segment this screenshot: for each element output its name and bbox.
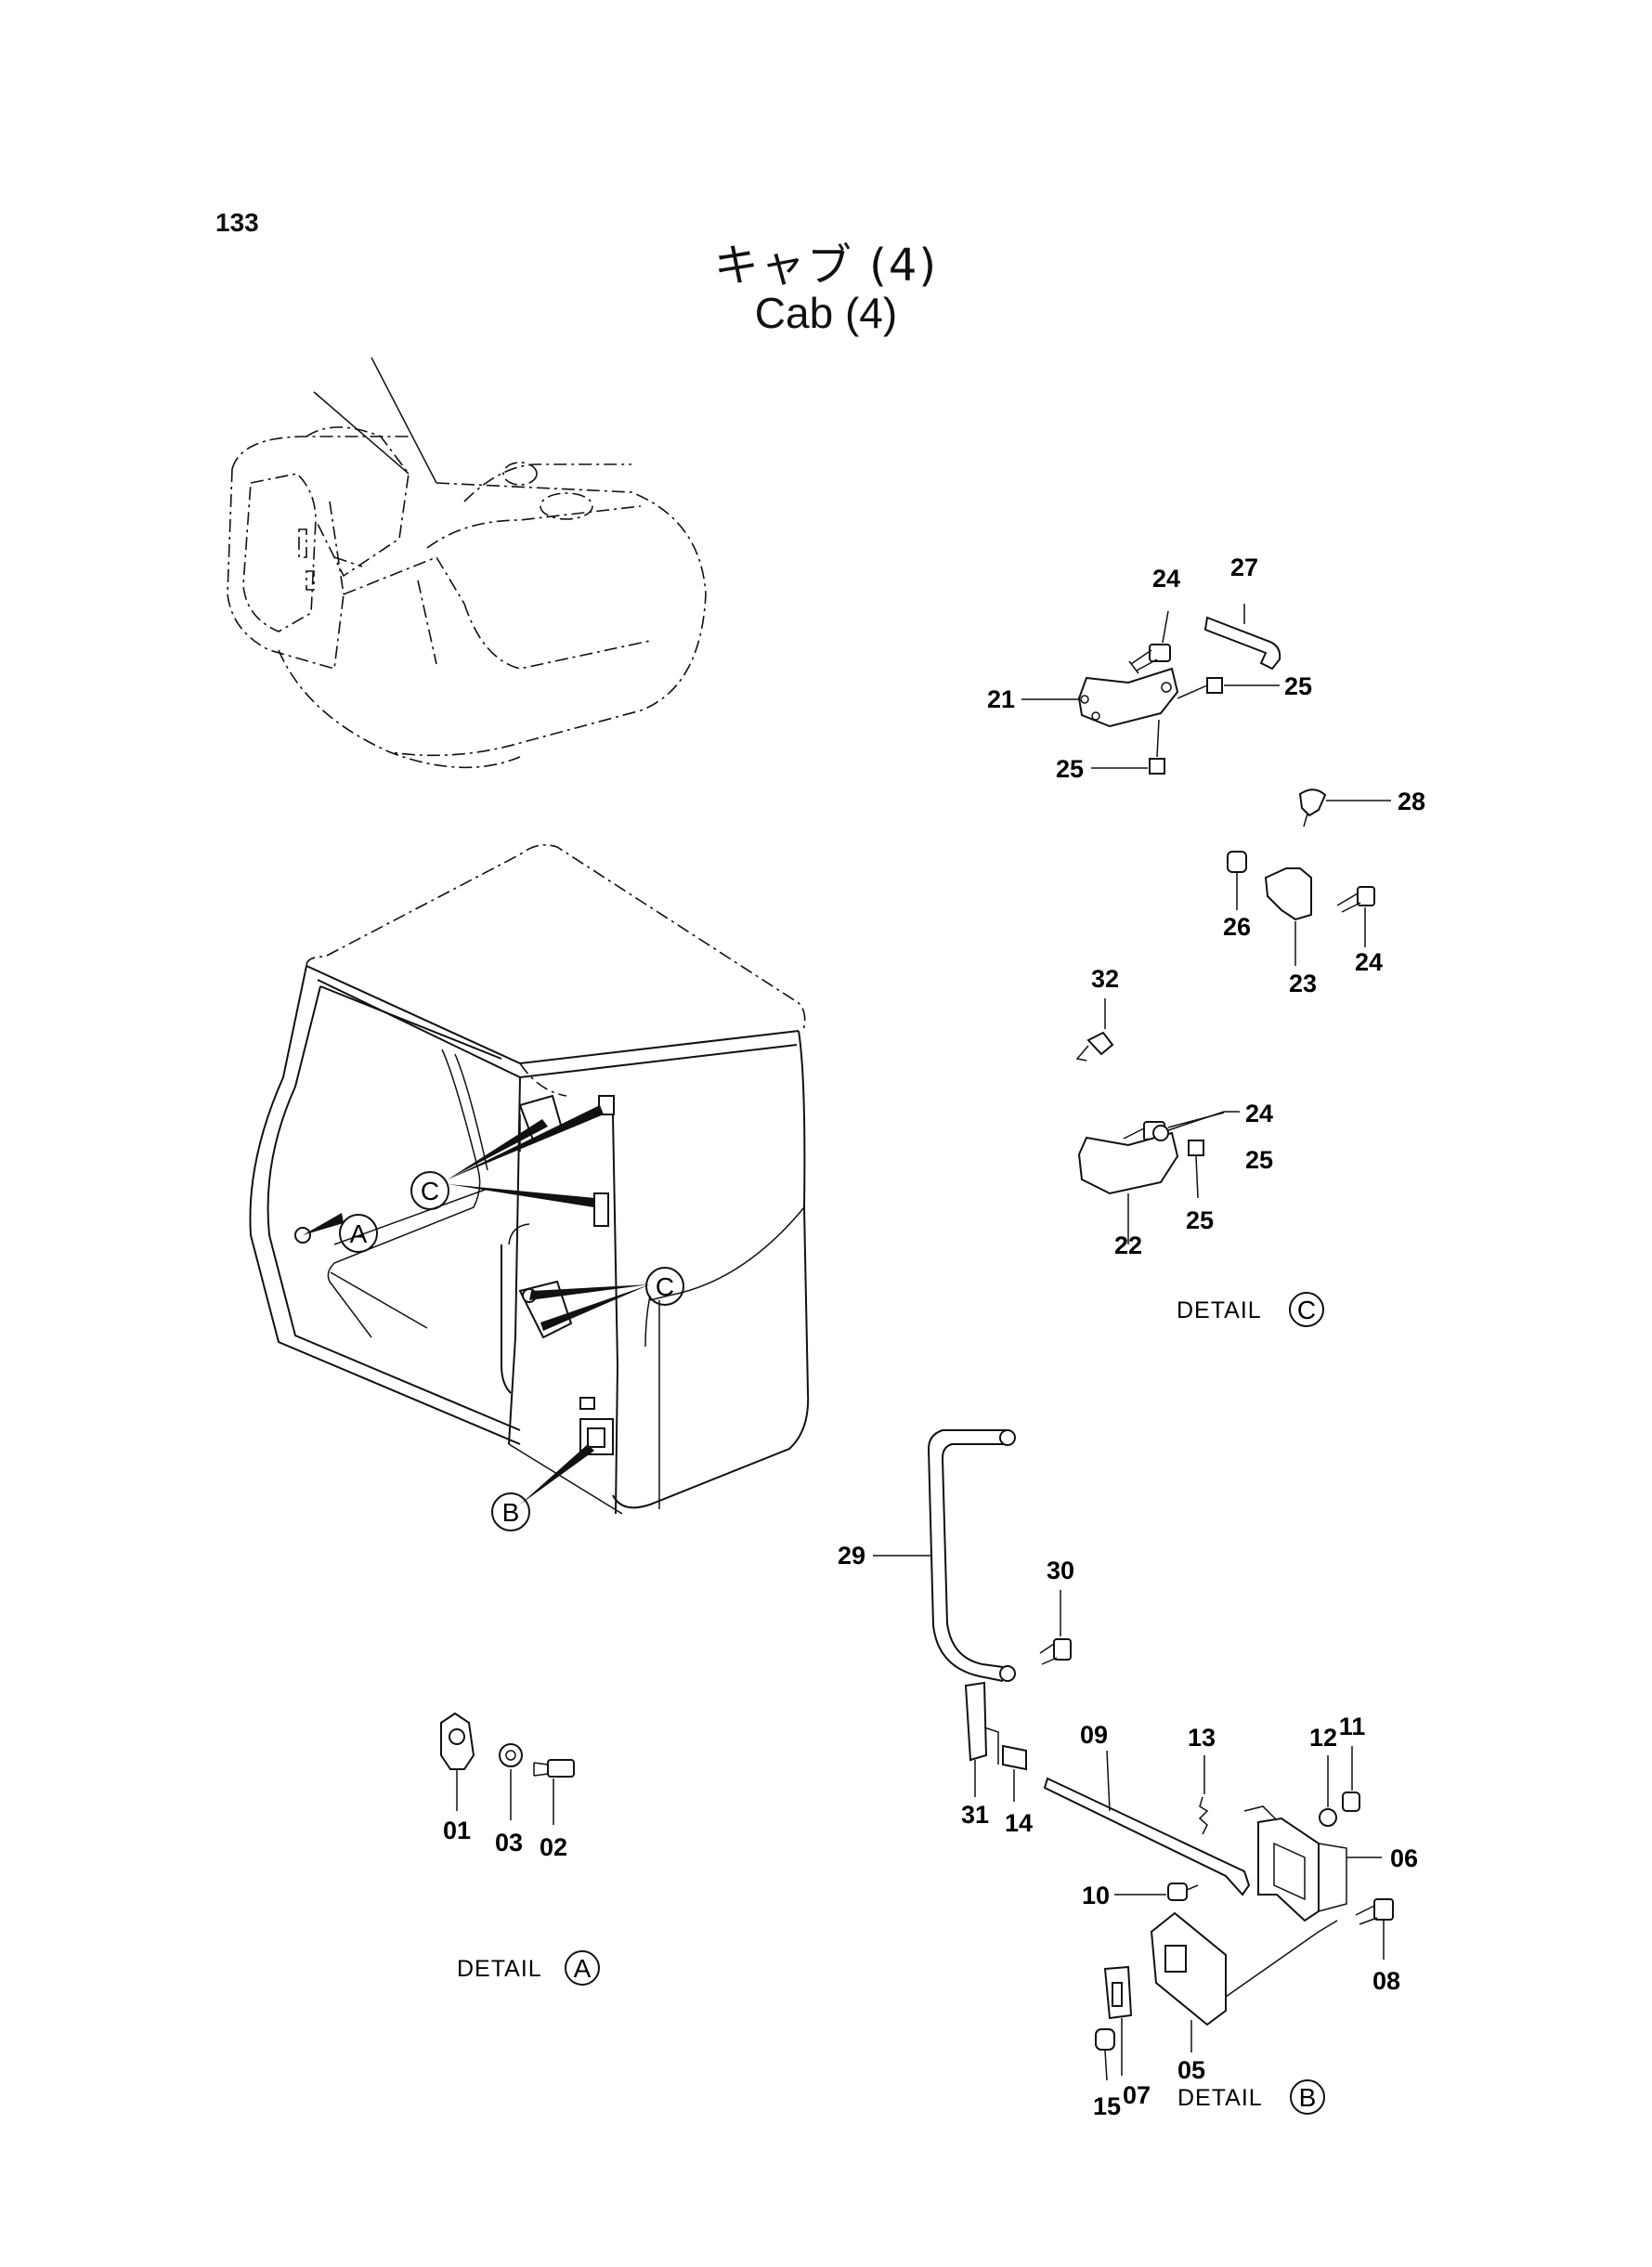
part-label-24b: 24 — [1355, 948, 1383, 976]
detail-b-text: DETAIL — [1177, 2085, 1263, 2111]
part-label-22: 22 — [1114, 1231, 1142, 1259]
detail-a-text: DETAIL — [457, 1956, 542, 1982]
part-label-09: 09 — [1080, 1721, 1108, 1749]
part-label-31: 31 — [961, 1801, 989, 1829]
part-label-21: 21 — [987, 685, 1015, 713]
part-label-01: 01 — [443, 1817, 471, 1844]
detail-c-drawing — [1021, 604, 1391, 1244]
part-label-07: 07 — [1123, 2081, 1151, 2109]
part-label-30: 30 — [1047, 1557, 1074, 1584]
part-label-25b: 25 — [1056, 755, 1084, 783]
part-label-27: 27 — [1230, 554, 1258, 581]
detail-b-ref: B — [1299, 2083, 1317, 2112]
callout-c2-group: C — [529, 1267, 684, 1331]
part-label-10: 10 — [1082, 1882, 1110, 1909]
part-label-32: 32 — [1091, 965, 1119, 993]
callout-a: A — [350, 1219, 368, 1248]
part-label-15: 15 — [1093, 2092, 1121, 2120]
part-label-28: 28 — [1398, 788, 1425, 815]
part-label-06: 06 — [1390, 1844, 1418, 1872]
excavator-overview-drawing — [227, 357, 707, 769]
part-label-02: 02 — [540, 1833, 567, 1861]
part-label-25d: 25 — [1186, 1206, 1214, 1234]
callout-c1: C — [421, 1177, 439, 1205]
callout-c1-group: C — [410, 1105, 604, 1210]
detail-c-ref: C — [1297, 1296, 1316, 1324]
detail-b-drawing — [873, 1429, 1394, 2081]
page-number: 133 — [215, 208, 259, 237]
part-label-13: 13 — [1188, 1724, 1216, 1752]
detail-c-text: DETAIL — [1177, 1297, 1262, 1323]
callout-b: B — [502, 1498, 520, 1527]
title-english: Cab (4) — [754, 289, 898, 337]
part-label-29: 29 — [838, 1542, 865, 1570]
part-label-23: 23 — [1289, 970, 1317, 997]
cab-drawing — [249, 844, 810, 1515]
part-label-26: 26 — [1223, 913, 1251, 941]
part-label-25a: 25 — [1284, 672, 1312, 700]
part-label-03: 03 — [495, 1829, 523, 1857]
part-label-14: 14 — [1005, 1809, 1033, 1837]
part-label-05: 05 — [1177, 2056, 1205, 2084]
part-label-25c: 25 — [1245, 1146, 1273, 1174]
part-label-12: 12 — [1309, 1724, 1337, 1752]
part-label-08: 08 — [1372, 1967, 1400, 1995]
callout-c2: C — [656, 1272, 674, 1301]
part-labels: 24 27 21 25 25 28 26 24 23 32 24 25 25 2… — [443, 554, 1425, 2120]
callout-b-group: B — [491, 1444, 594, 1531]
detail-c-caption: DETAIL C — [1177, 1292, 1324, 1327]
detail-a-drawing — [440, 1712, 575, 1825]
title-japanese: キャブ (4) — [713, 240, 939, 292]
part-label-24c: 24 — [1245, 1100, 1273, 1127]
detail-a-ref: A — [574, 1954, 592, 1983]
detail-b-caption: DETAIL B — [1177, 2079, 1325, 2115]
part-label-24a: 24 — [1152, 565, 1180, 593]
detail-a-caption: DETAIL A — [457, 1950, 600, 1986]
callout-a-group: A — [303, 1213, 378, 1253]
part-label-11: 11 — [1339, 1713, 1366, 1740]
